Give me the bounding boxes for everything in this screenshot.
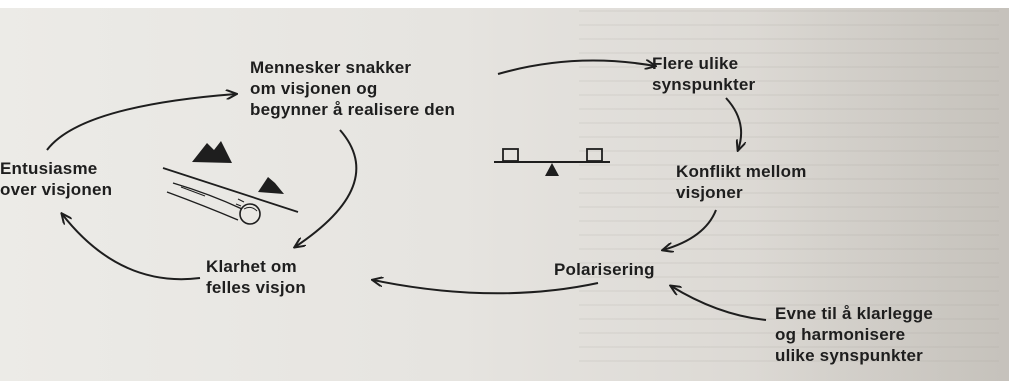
arrow-bottom-to-left: [373, 280, 599, 295]
top-margin: [0, 0, 1009, 8]
arrow-left-up: [62, 214, 201, 281]
arrow-top-to-bottom-left: [295, 129, 358, 247]
bottom-margin: [0, 381, 1009, 387]
seesaw-balance-icon: [494, 148, 610, 176]
node-people-talk-about-vision: Mennesker snakker om visjonen og begynne…: [250, 58, 456, 119]
node-ability-to-harmonize: Evne til å klarlegge og harmonisere ulik…: [775, 304, 934, 365]
arrow-right-down-2: [663, 209, 717, 250]
node-multiple-viewpoints: Flere ulike synspunkter: [652, 54, 756, 94]
arrow-from-harmonize: [671, 286, 767, 321]
node-polarization: Polarisering: [554, 260, 655, 279]
node-shared-vision-clarity: Klarhet om felles visjon: [206, 257, 306, 297]
node-conflict-between-visions: Konflikt mellom visjoner: [676, 162, 807, 202]
node-enthusiasm: Entusiasme over visjonen: [0, 159, 113, 199]
arrow-right-down-1: [725, 97, 741, 150]
snowball-rolling-down-hill-icon: [162, 141, 299, 225]
arrow-left-top: [46, 94, 236, 151]
arrow-top-to-right: [497, 61, 655, 75]
